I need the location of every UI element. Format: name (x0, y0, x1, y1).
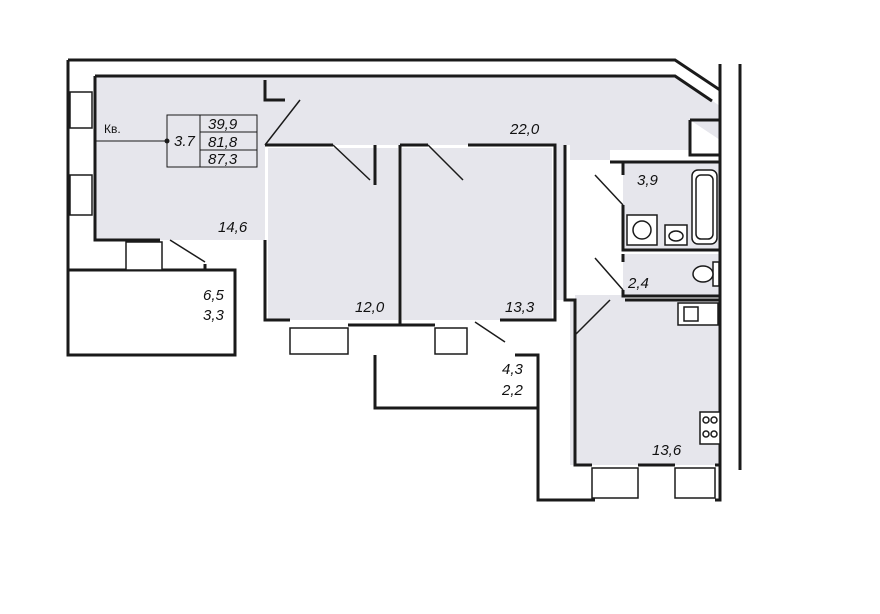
door-toilet (594, 257, 624, 291)
balcony-middle-area: 4,3 (502, 361, 524, 378)
door-balcony-middle (474, 321, 506, 343)
bedroom-middle-area (268, 148, 398, 320)
room-area-toilet: 2,4 (627, 275, 649, 292)
room-area-bedroom-right: 13,3 (505, 299, 535, 316)
apartment-number: 3.7 (174, 133, 196, 150)
top-wall-inner (95, 74, 713, 103)
doors (169, 99, 624, 343)
bedroom-middle-outline (263, 240, 290, 322)
bathtub-icon (691, 169, 718, 245)
room-area-hall: 22,0 (509, 121, 540, 138)
door-kitchen (574, 299, 611, 336)
balcony-left-reduced: 3,3 (203, 307, 225, 324)
window-bedroom-middle (289, 327, 349, 355)
bathroom-left-2 (621, 205, 720, 252)
left-wall-inner (93, 76, 160, 242)
room-area-living-room: 14,6 (218, 219, 248, 236)
door-bedroom-middle (332, 144, 371, 181)
door-hall (264, 99, 301, 146)
shaft-outline (688, 118, 722, 157)
apartment-legend: Кв. 3.7 39,9 81,8 87,3 (95, 114, 258, 168)
door-bedroom-right (427, 144, 464, 181)
room-area-kitchen: 13,6 (652, 442, 682, 459)
window-left-1 (69, 91, 93, 129)
room-area-bedroom-middle: 12,0 (355, 299, 385, 316)
living-right-wall (263, 80, 285, 102)
apartment-marker-label: Кв. (104, 122, 121, 136)
door-balcony-left (169, 239, 206, 263)
apartment-area-total: 81,8 (208, 134, 238, 151)
apartment-area-living: 39,9 (208, 116, 238, 133)
room-area-bathroom: 3,9 (637, 172, 659, 189)
walls (66, 58, 742, 502)
window-bedroom-right (434, 327, 468, 355)
bedroom-right-top-2 (468, 143, 557, 322)
window-left-2 (69, 174, 93, 216)
kitchen-outline-right (536, 355, 595, 502)
kitchen-outline (563, 145, 592, 467)
balcony-left-area: 6,5 (203, 287, 225, 304)
washing-machine-icon (626, 214, 658, 246)
right-wall (715, 64, 722, 502)
bedroom-right-area (402, 148, 552, 320)
stove-icon (699, 411, 721, 445)
toilet-icon (692, 261, 720, 287)
window-kitchen-1 (591, 467, 639, 499)
toilet-left (621, 290, 720, 298)
window-balcony-left (125, 241, 163, 271)
door-bathroom (594, 174, 624, 206)
sink-icon (664, 224, 688, 246)
windows (69, 91, 716, 499)
window-kitchen-2 (674, 467, 716, 499)
room-labels: 14,6 22,0 12,0 13,3 3,9 2,4 13,6 6,5 3,3… (203, 121, 682, 459)
kitchen-sink-icon (677, 302, 719, 326)
apartment-area-with-balcony: 87,3 (208, 151, 238, 168)
balcony-middle-reduced: 2,2 (501, 382, 524, 399)
